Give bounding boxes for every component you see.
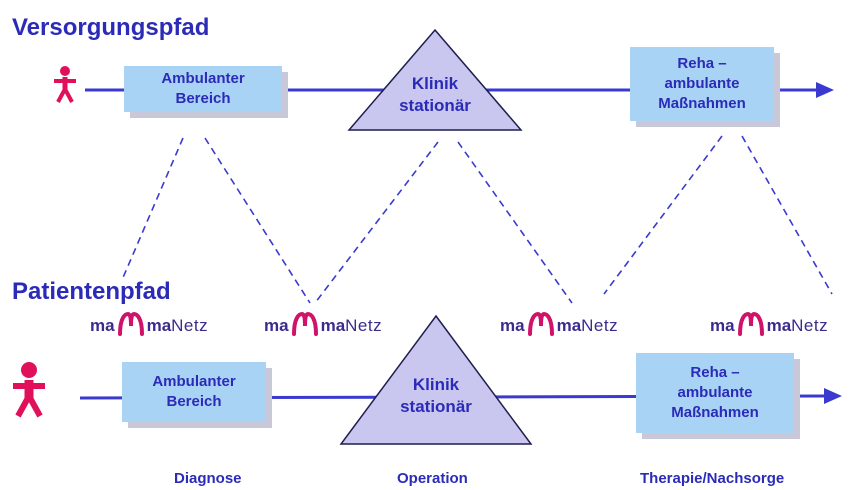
- mamma-logo-icon: [527, 312, 554, 336]
- versorgungspfad-arrowhead: [816, 82, 834, 98]
- logo-middle: ma: [766, 316, 792, 335]
- box-reha-top: Reha – ambulante Maßnahmen: [630, 47, 774, 121]
- triangle-label-bottom: Klinik stationär: [400, 375, 472, 416]
- connector-reha-left: [603, 135, 723, 295]
- box-label: Reha – ambulante Maßnahmen: [658, 55, 746, 112]
- person-icon-top: [54, 66, 76, 103]
- mamma-logo-icon: [737, 312, 764, 336]
- triangle-klinik-bottom: [339, 314, 533, 445]
- box-label: Ambulanter Bereich: [161, 70, 245, 107]
- logo-middle: ma: [320, 316, 346, 335]
- connector-ambulant-right: [204, 137, 311, 304]
- phase-therapie-nachsorge: Therapie/Nachsorge: [640, 470, 785, 487]
- logo-prefix: ma: [264, 316, 289, 335]
- triangle-label-top: Klinik stationär: [399, 74, 471, 115]
- mamma-logo-icon: [291, 312, 318, 336]
- logo-prefix: ma: [90, 316, 115, 335]
- patientenpfad-arrowhead: [824, 388, 842, 404]
- box-ambulanter-bereich-bottom: Ambulanter Bereich: [122, 362, 266, 422]
- heading-patientenpfad: Patientenpfad: [12, 278, 171, 305]
- logo-suffix: Netz: [345, 316, 383, 335]
- connector-klinik-right: [457, 141, 573, 304]
- box-label: Ambulanter Bereich: [152, 373, 236, 410]
- triangle-klinik-top: [347, 28, 523, 131]
- logo-prefix: ma: [500, 316, 525, 335]
- logo-suffix: Netz: [791, 316, 829, 335]
- box-label: Reha – ambulante Maßnahmen: [671, 364, 759, 421]
- logo-middle: ma: [146, 316, 172, 335]
- connector-reha-right: [741, 135, 833, 295]
- heading-versorgungspfad: Versorgungspfad: [12, 14, 210, 41]
- logo-prefix: ma: [710, 316, 735, 335]
- logo-middle: ma: [556, 316, 582, 335]
- connector-klinik-left: [314, 141, 439, 304]
- person-icon-bottom: [13, 362, 45, 418]
- phase-diagnose: Diagnose: [174, 470, 242, 487]
- box-reha-bottom: Reha – ambulante Maßnahmen: [636, 353, 794, 433]
- mamma-logo-icon: [117, 312, 144, 336]
- phase-operation: Operation: [397, 470, 468, 487]
- logo-suffix: Netz: [581, 316, 619, 335]
- connector-ambulant-left: [121, 137, 184, 281]
- logo-suffix: Netz: [171, 316, 209, 335]
- box-ambulanter-bereich-top: Ambulanter Bereich: [124, 66, 282, 112]
